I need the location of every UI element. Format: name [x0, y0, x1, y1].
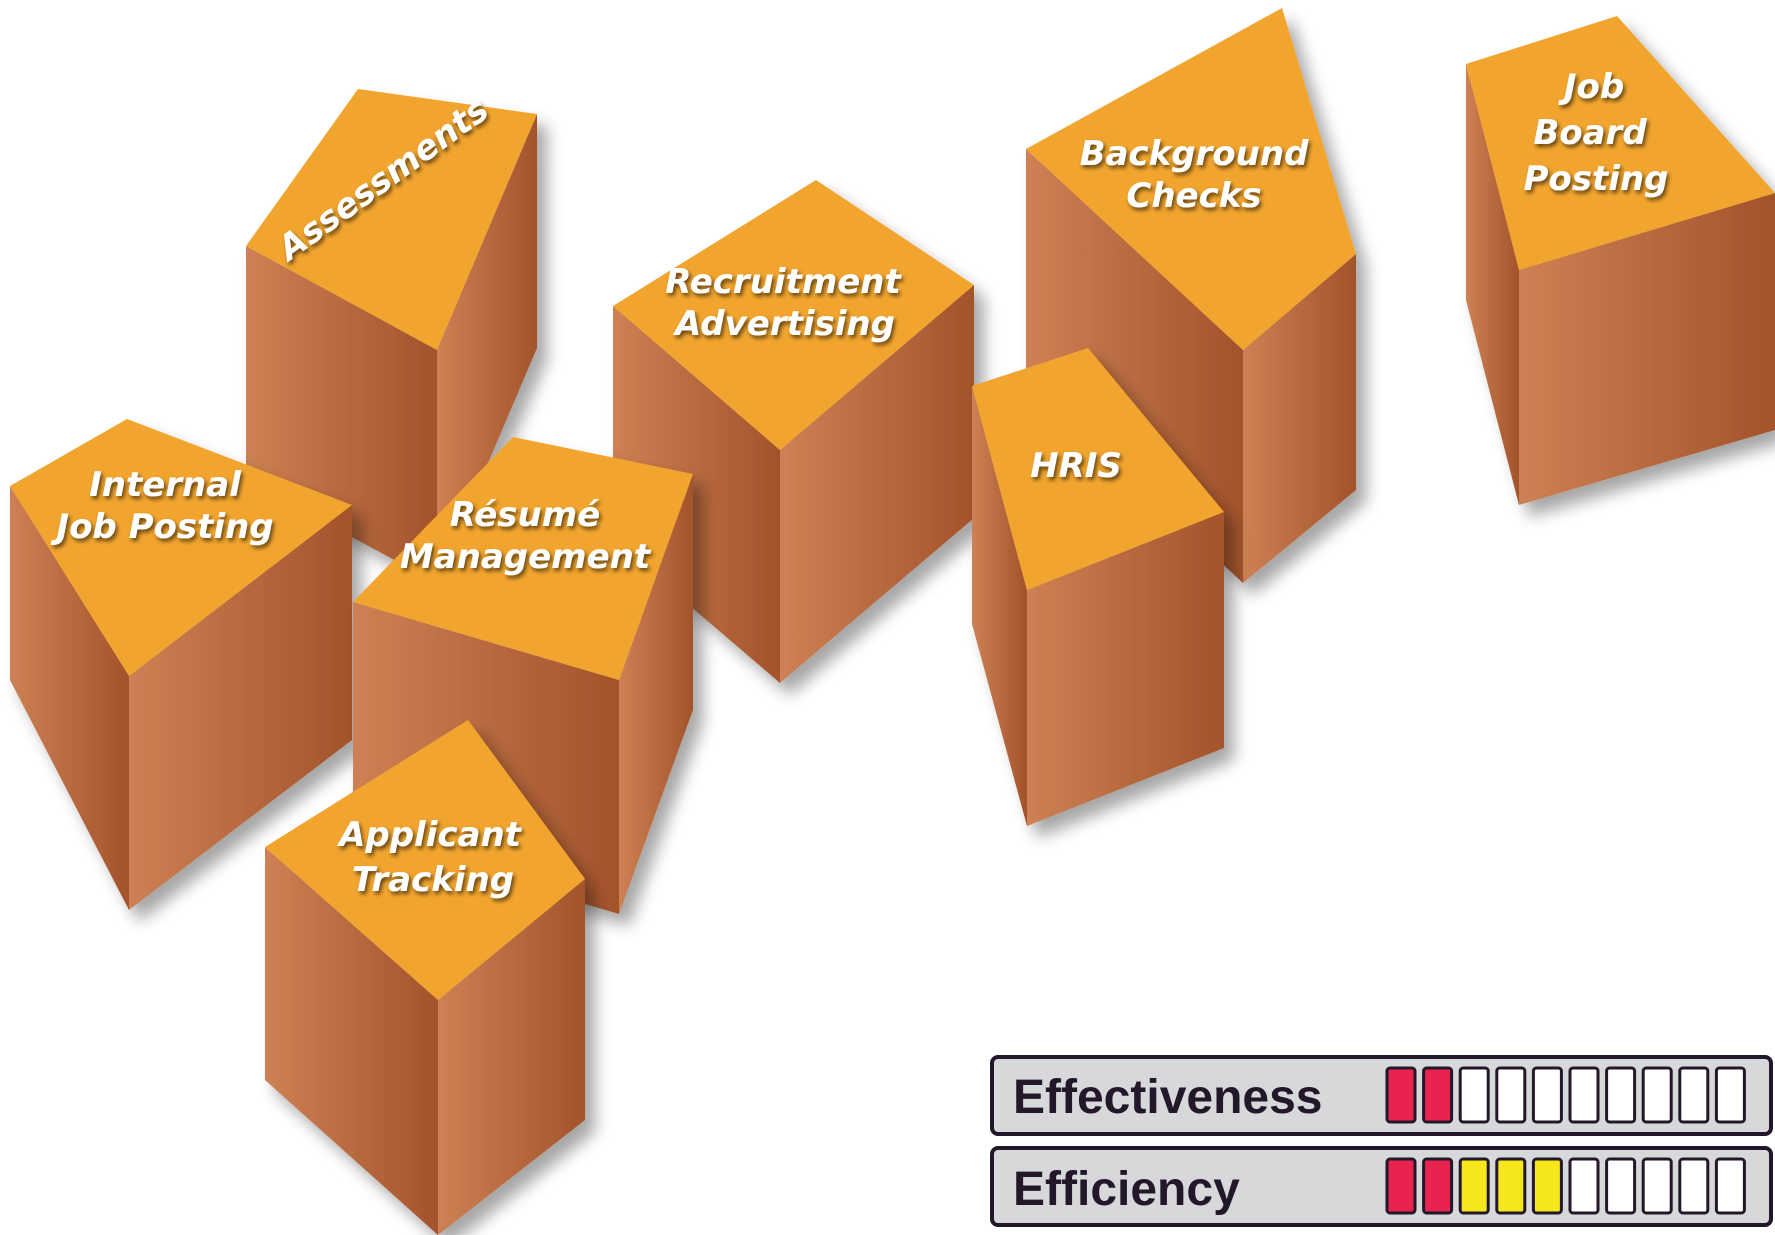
label-resume-management-1: Résumé [450, 495, 600, 535]
label-recruitment-advertising-2: Advertising [672, 304, 895, 344]
block-hris [972, 348, 1224, 826]
meter-cell-filled [1422, 1157, 1454, 1215]
meter-cell-empty [1605, 1066, 1637, 1124]
meter-cell-empty [1568, 1066, 1600, 1124]
meter-cell-empty [1568, 1157, 1600, 1215]
label-hris: HRIS [1030, 446, 1122, 486]
block-recruitment-advertising [613, 180, 974, 683]
meter-cell-filled [1495, 1157, 1527, 1215]
label-internal-job-posting-2: Job Posting [50, 507, 273, 547]
label-internal-job-posting-1: Internal [89, 465, 242, 505]
meter-cell-empty [1678, 1066, 1710, 1124]
meter-label: Effectiveness [1013, 1071, 1323, 1124]
meter-cells [1385, 1066, 1746, 1124]
meter-efficiency: Efficiency [990, 1146, 1773, 1227]
label-background-checks-2: Checks [1126, 176, 1261, 216]
meter-cell-empty [1458, 1066, 1490, 1124]
meter-effectiveness: Effectiveness [990, 1055, 1773, 1136]
meter-cell-empty [1531, 1066, 1563, 1124]
meter-cell-empty [1678, 1157, 1710, 1215]
label-resume-management-2: Management [400, 537, 652, 577]
meter-cell-filled [1385, 1066, 1417, 1124]
label-job-board-posting-3: Posting [1524, 159, 1669, 199]
label-job-board-posting-2: Board [1533, 113, 1647, 153]
label-recruitment-advertising-1: Recruitment [665, 262, 902, 302]
block-applicant-tracking [265, 720, 585, 1235]
meter-cell-filled [1458, 1157, 1490, 1215]
label-applicant-tracking-2: Tracking [352, 860, 514, 900]
label-job-board-posting-1: Job [1558, 67, 1624, 107]
meter-cell-filled [1422, 1066, 1454, 1124]
meter-cell-filled [1531, 1157, 1563, 1215]
block-assessments [246, 89, 537, 583]
meter-cell-empty [1714, 1066, 1746, 1124]
meter-cell-empty [1641, 1157, 1673, 1215]
block-internal-job-posting [10, 419, 352, 910]
meter-label: Efficiency [1013, 1163, 1240, 1216]
meter-cells [1385, 1157, 1746, 1215]
label-background-checks-1: Background [1080, 134, 1309, 174]
meter-cell-empty [1495, 1066, 1527, 1124]
label-applicant-tracking-1: Applicant [336, 815, 523, 855]
block-job-board-posting [1466, 16, 1775, 505]
meter-cell-empty [1641, 1066, 1673, 1124]
meter-cell-filled [1385, 1157, 1417, 1215]
meter-cell-empty [1605, 1157, 1637, 1215]
meter-cell-empty [1714, 1157, 1746, 1215]
